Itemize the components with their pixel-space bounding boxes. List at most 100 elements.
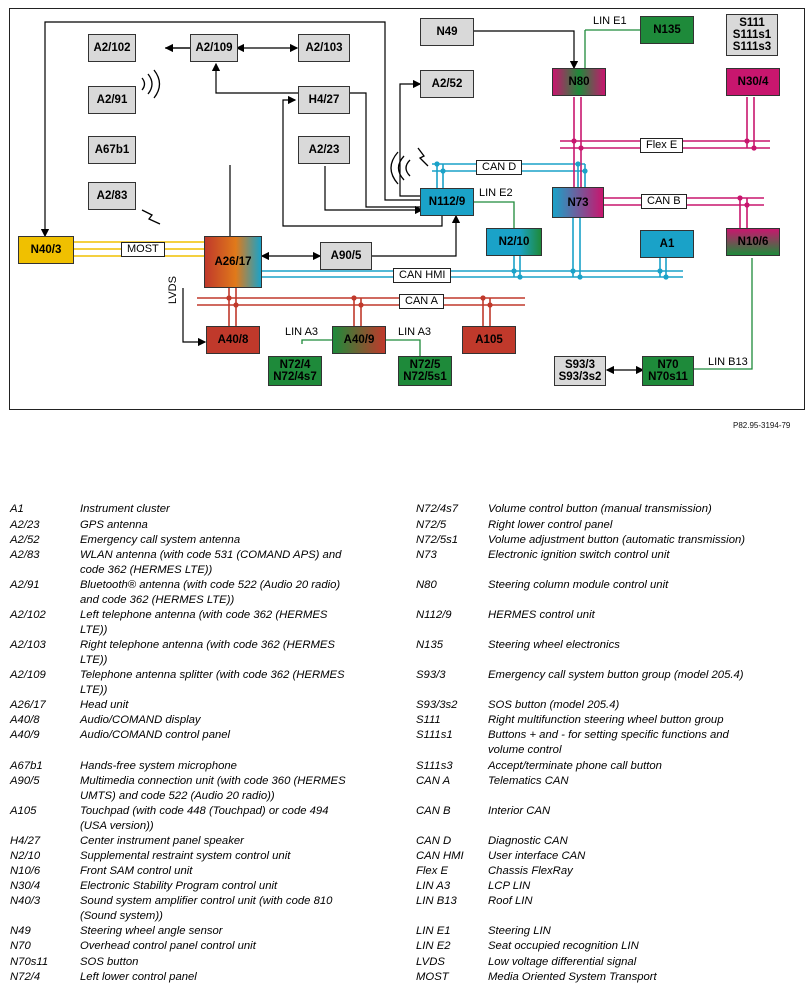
component-a2-83: A2/83 [88, 182, 136, 210]
legend-description: Multimedia connection unit (with code 36… [80, 775, 346, 787]
legend-description: LTE)) [80, 624, 108, 636]
legend-description: Instrument cluster [80, 503, 170, 515]
component-label: A2/109 [195, 42, 233, 54]
legend-description: Buttons + and - for setting specific fun… [488, 729, 729, 741]
legend-description: Steering LIN [488, 925, 551, 937]
legend-description: Right telephone antenna (with code 362 (… [80, 639, 335, 651]
component-label: N112/9 [428, 196, 466, 208]
legend-description: code 362 (HERMES LTE)) [80, 564, 213, 576]
legend-code: LIN A3 [416, 880, 451, 892]
bus-label-can-b: CAN B [641, 194, 687, 209]
legend-description: LCP LIN [488, 880, 531, 892]
legend-description: volume control [488, 744, 562, 756]
component-n49: N49 [420, 18, 474, 46]
legend-description: Touchpad (with code 448 (Touchpad) or co… [80, 805, 329, 817]
legend-description: Bluetooth® antenna (with code 522 (Audio… [80, 579, 341, 591]
legend-code: MOST [416, 971, 449, 983]
component-a67b1: A67b1 [88, 136, 136, 164]
legend-code: N70s11 [10, 956, 49, 968]
legend-description: Diagnostic CAN [488, 835, 568, 847]
legend-description: Low voltage differential signal [488, 956, 637, 968]
component-label: S111s3 [732, 41, 772, 53]
component-label: A1 [659, 238, 675, 250]
bus-label-lin-e1: LIN E1 [593, 15, 627, 27]
component-n112-9: N112/9 [420, 188, 474, 216]
component-label: N80 [568, 76, 590, 88]
legend-description: Telephone antenna splitter (with code 36… [80, 669, 345, 681]
legend-description: Left telephone antenna (with code 362 (H… [80, 609, 328, 621]
bus-label-lin-a3-right: LIN A3 [398, 326, 432, 338]
legend-description: Seat occupied recognition LIN [488, 940, 639, 952]
legend-code: N72/4s7 [416, 503, 459, 515]
legend-code: A26/17 [10, 699, 46, 711]
legend-code: CAN B [416, 805, 451, 817]
legend-description: Supplemental restraint system control un… [80, 850, 291, 862]
legend-description: LTE)) [80, 684, 108, 696]
component-label: N70s11 [648, 371, 688, 383]
legend-description: Audio/COMAND display [80, 714, 201, 726]
legend-code: LVDS [416, 956, 445, 968]
legend-code: N72/4 [10, 971, 41, 983]
component-a40-8: A40/8 [206, 326, 260, 354]
component-n30-4: N30/4 [726, 68, 780, 96]
legend-description: Volume adjustment button (automatic tran… [488, 534, 746, 546]
legend-description: Head unit [80, 699, 129, 711]
bus-label-lin-b13: LIN B13 [708, 356, 748, 368]
legend-description: Accept/terminate phone call button [488, 760, 662, 772]
component-label: A26/17 [214, 256, 252, 268]
legend-description: Steering wheel angle sensor [80, 925, 223, 937]
legend-code: CAN HMI [416, 850, 464, 862]
legend-code: A40/9 [10, 729, 40, 741]
legend-description: Front SAM control unit [80, 865, 193, 877]
component-a105: A105 [462, 326, 516, 354]
component-label: A2/102 [93, 42, 131, 54]
component-label: N72/5s1 [403, 371, 447, 383]
component-label: A67b1 [94, 144, 130, 156]
signal-lines [40, 21, 645, 375]
component-a26-17: A26/17 [204, 236, 262, 288]
legend-code: A2/103 [10, 639, 46, 651]
legend-description: SOS button (model 205.4) [488, 699, 620, 711]
component-a90-5: A90/5 [320, 242, 372, 270]
component-label: N70 [657, 359, 679, 371]
legend-description: LTE)) [80, 654, 108, 666]
legend-description: Roof LIN [488, 895, 533, 907]
legend-description: SOS button [80, 956, 139, 968]
component-a2-109: A2/109 [190, 34, 238, 62]
legend-description: Hands-free system microphone [80, 760, 237, 772]
legend-code: A2/109 [10, 669, 46, 681]
legend-code: A2/83 [10, 549, 40, 561]
lin-buses [301, 29, 753, 370]
legend-description: User interface CAN [488, 850, 586, 862]
component-h4-27: H4/27 [298, 86, 350, 114]
legend-description: UMTS) and code 522 (Audio 20 radio)) [80, 790, 275, 802]
legend-code: CAN D [416, 835, 452, 847]
component-label: H4/27 [308, 94, 340, 106]
legend-code: S93/3s2 [416, 699, 458, 711]
legend-code: A2/23 [10, 519, 40, 531]
bus-label-lvds: LVDS [167, 276, 179, 304]
component-n40-3: N40/3 [18, 236, 74, 264]
junction-dots [226, 138, 757, 308]
component-label: A2/91 [96, 94, 128, 106]
bus-label-can-hmi: CAN HMI [393, 268, 452, 283]
legend-code: LIN E2 [416, 940, 451, 952]
legend-code: S93/3 [416, 669, 446, 681]
legend-code: LIN B13 [416, 895, 457, 907]
component-a2-103: A2/103 [298, 34, 350, 62]
legend-code: N72/5s1 [416, 534, 459, 546]
legend-code: A2/102 [10, 609, 46, 621]
legend-description: (Sound system)) [80, 910, 163, 922]
component-label: A2/83 [96, 190, 128, 202]
legend-description: Audio/COMAND control panel [80, 729, 231, 741]
legend-code: N30/4 [10, 880, 41, 892]
component-a2-102: A2/102 [88, 34, 136, 62]
legend-code: N135 [416, 639, 444, 651]
legend-description: Chassis FlexRay [488, 865, 573, 877]
legend-code: N80 [416, 579, 437, 591]
component-label: N72/5 [409, 359, 441, 371]
legend-description: (USA version)) [80, 820, 154, 832]
legend-description: Telematics CAN [488, 775, 569, 787]
legend-code: H4/27 [10, 835, 41, 847]
